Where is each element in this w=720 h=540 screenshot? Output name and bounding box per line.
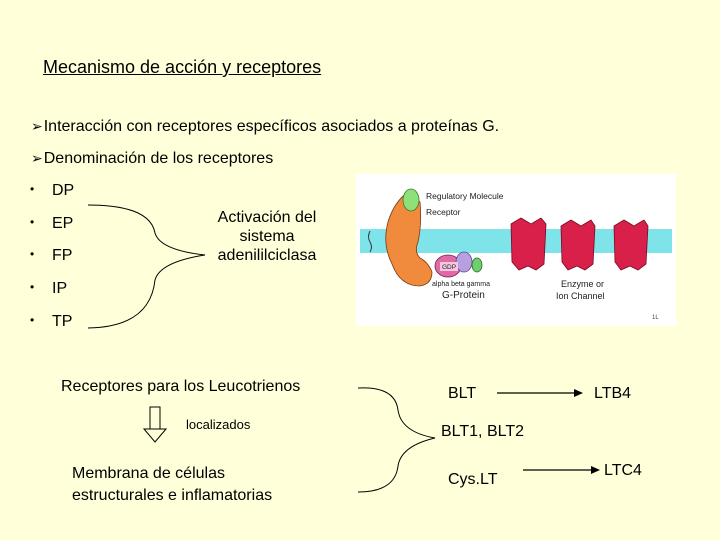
activation-line: Activación del: [217, 209, 317, 226]
label-regulatory: Regulatory Molecule: [426, 191, 504, 201]
leuco-heading: Receptores para los Leucotrienos: [61, 378, 301, 395]
label-enzyme-1: Enzyme or: [561, 279, 604, 289]
activation-text: Activación del sistema adenililciclasa: [204, 208, 330, 265]
page-title: Mecanismo de acción y receptores: [43, 57, 322, 77]
bullet-dot-icon: •: [30, 215, 35, 229]
label-ltb4: LTB4: [594, 385, 632, 402]
label-corner: 1L: [652, 315, 659, 321]
receptor-label: FP: [52, 247, 73, 264]
label-cyslt: Cys.LT: [448, 471, 498, 488]
label-receptor: Receptor: [426, 207, 461, 217]
arrow-cyslt-ltc4: [523, 466, 600, 474]
gamma-subunit-shape: [471, 257, 483, 273]
receptor-label: TP: [52, 313, 73, 330]
arrow-bullet-icon: ➢: [31, 119, 43, 135]
point-text: Interacción con receptores específicos a…: [43, 118, 500, 135]
lipid-icon: [368, 230, 372, 253]
g-protein-figure: Regulatory Molecule Receptor GDP alpha b…: [356, 174, 676, 326]
bullet-dot-icon: •: [30, 313, 35, 327]
point-receptors-gprotein: ➢Interacción con receptores específicos …: [31, 118, 499, 136]
activation-line: sistema: [239, 228, 295, 245]
enzyme-shape-1: [510, 217, 547, 271]
down-arrow-icon: [142, 406, 168, 443]
receptor-item-fp: • FP: [30, 247, 72, 265]
bullet-dot-icon: •: [30, 182, 35, 196]
activation-line: adenililciclasa: [217, 247, 317, 264]
point-text: Denominación de los receptores: [43, 150, 274, 167]
point-receptor-names: ➢Denominación de los receptores: [31, 150, 273, 168]
receptor-shape: [385, 191, 433, 287]
localized-label: localizados: [186, 417, 251, 432]
receptor-item-tp: • TP: [30, 313, 72, 331]
bullet-dot-icon: •: [30, 280, 35, 294]
gdp-box: [440, 262, 458, 271]
beta-subunit-shape: [455, 251, 473, 273]
arrow-blt-ltb4: [497, 389, 583, 397]
leuco-brace: [357, 387, 436, 493]
receptor-label: IP: [52, 280, 68, 297]
receptor-item-ep: • EP: [30, 215, 73, 233]
arrow-bullet-icon: ➢: [31, 151, 43, 167]
label-gdp: GDP: [442, 264, 456, 271]
regulatory-molecule-shape: [402, 188, 420, 212]
enzyme-shape-2: [560, 219, 596, 271]
membrane-line: Membrana de células: [72, 465, 225, 482]
receptor-item-dp: • DP: [30, 182, 74, 200]
membrane-line: estructurales e inflamatorias: [72, 487, 273, 504]
bullet-dot-icon: •: [30, 247, 35, 261]
label-blt1-blt2: BLT1, BLT2: [441, 423, 524, 440]
receptor-label: DP: [52, 182, 75, 199]
receptor-brace: [87, 204, 206, 329]
label-enzyme-2: Ion Channel: [556, 291, 605, 301]
receptor-item-ip: • IP: [30, 280, 67, 298]
label-g-protein: G-Protein: [442, 290, 485, 301]
membrane-text: Membrana de células estructurales e infl…: [72, 463, 272, 507]
enzyme-shape-3: [613, 219, 649, 271]
label-ltc4: LTC4: [604, 462, 642, 479]
receptor-label: EP: [52, 215, 74, 232]
label-subunits: alpha beta gamma: [432, 281, 490, 288]
label-blt: BLT: [448, 385, 477, 402]
